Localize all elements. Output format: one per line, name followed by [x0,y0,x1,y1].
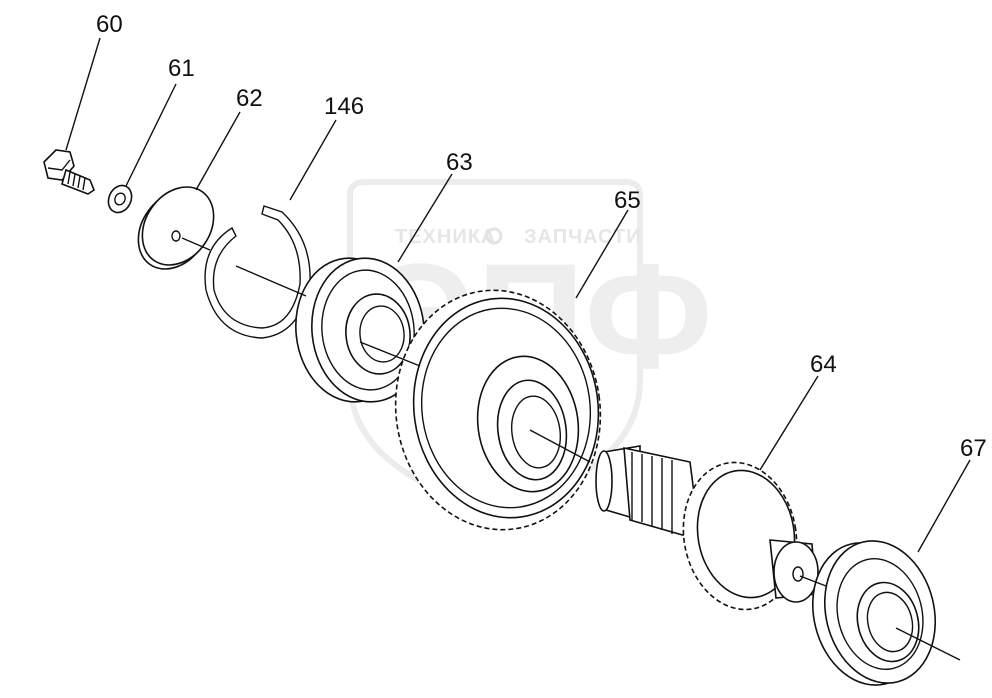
callout-67: 67 [960,435,987,462]
callout-146: 146 [324,93,364,120]
watermark-text-right: ЗАПЧАСТИ [524,226,642,248]
part-60-bolt [43,149,95,195]
callout-labels: 60 61 62 146 63 65 64 67 [96,11,987,462]
watermark-gear-icon [485,227,503,245]
callout-60: 60 [96,11,123,38]
part-65-large-gear [394,289,602,531]
assembly-axis-lines [181,237,961,661]
callout-65: 65 [614,187,641,214]
part-62-thrust-disc [137,186,215,270]
callout-64: 64 [810,351,837,378]
part-61-washer [107,184,133,214]
part-63-bearing [295,257,425,403]
callout-leaders [65,37,971,553]
part-67-bearing [811,540,937,686]
callout-61: 61 [168,55,195,82]
part-64-gear-shaft [595,445,819,611]
callout-63: 63 [446,149,473,176]
callout-62: 62 [236,85,263,112]
watermark-text-left: ТЕХНИКА [395,226,496,248]
part-146-snap-ring [204,205,311,339]
